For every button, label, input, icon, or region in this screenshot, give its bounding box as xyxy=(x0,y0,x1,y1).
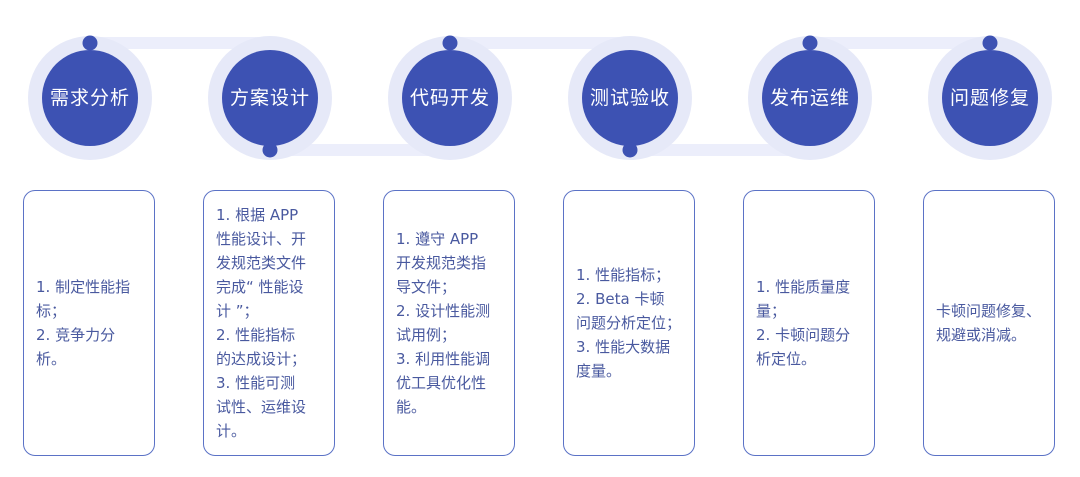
step-box-6: 卡顿问题修复、 规避或消减。 xyxy=(923,190,1055,456)
step-box-5: 1. 性能质量度 量； 2. 卡顿问题分 析定位。 xyxy=(743,190,875,456)
step-circle-3 xyxy=(402,50,498,146)
step-label-6: 问题修复 xyxy=(949,87,1030,109)
connector-band-2 xyxy=(270,144,450,156)
step-description-6: 卡顿问题修复、 规避或消减。 xyxy=(936,302,1042,344)
step-description-1: 1. 制定性能指 标； 2. 竞争力分 析。 xyxy=(36,278,131,368)
step-circle-6 xyxy=(942,50,1038,146)
connector-band-3 xyxy=(450,37,630,49)
connector-dot-3 xyxy=(442,35,458,51)
step-box-2: 1. 根据 APP 性能设计、开 发规范类文件 完成“ 性能设 计 ”； 2. … xyxy=(203,190,335,456)
connector-dot-4 xyxy=(622,142,638,158)
step-description-4: 1. 性能指标； 2. Beta 卡顿 问题分析定位； 3. 性能大数据 度量。 xyxy=(576,266,682,380)
step-circle-5 xyxy=(762,50,858,146)
flow-track xyxy=(28,35,1052,160)
step-description-5: 1. 性能质量度 量； 2. 卡顿问题分 析定位。 xyxy=(756,278,851,368)
connector-dot-6 xyxy=(982,35,998,51)
connector-dot-1 xyxy=(82,35,98,51)
step-label-3: 代码开发 xyxy=(409,87,490,109)
connector-dot-2 xyxy=(262,142,278,158)
step-label-5: 发布运维 xyxy=(769,87,850,109)
step-description-2: 1. 根据 APP 性能设计、开 发规范类文件 完成“ 性能设 计 ”； 2. … xyxy=(216,206,307,440)
step-label-2: 方案设计 xyxy=(229,87,310,109)
step-box-4: 1. 性能指标； 2. Beta 卡顿 问题分析定位； 3. 性能大数据 度量。 xyxy=(563,190,695,456)
connector-band-1 xyxy=(90,37,270,49)
step-description-3: 1. 遵守 APP 开发规范类指 导文件； 2. 设计性能测 试用例； 3. 利… xyxy=(396,230,491,416)
step-circle-4 xyxy=(582,50,678,146)
step-circle-1 xyxy=(42,50,138,146)
connector-band-4 xyxy=(630,144,810,156)
step-box-3: 1. 遵守 APP 开发规范类指 导文件； 2. 设计性能测 试用例； 3. 利… xyxy=(383,190,515,456)
step-box-1: 1. 制定性能指 标； 2. 竞争力分 析。 xyxy=(23,190,155,456)
step-circle-2 xyxy=(222,50,318,146)
step-label-1: 需求分析 xyxy=(49,87,130,109)
step-label-4: 测试验收 xyxy=(589,87,670,109)
connector-dot-5 xyxy=(802,35,818,51)
connector-band-5 xyxy=(810,37,990,49)
